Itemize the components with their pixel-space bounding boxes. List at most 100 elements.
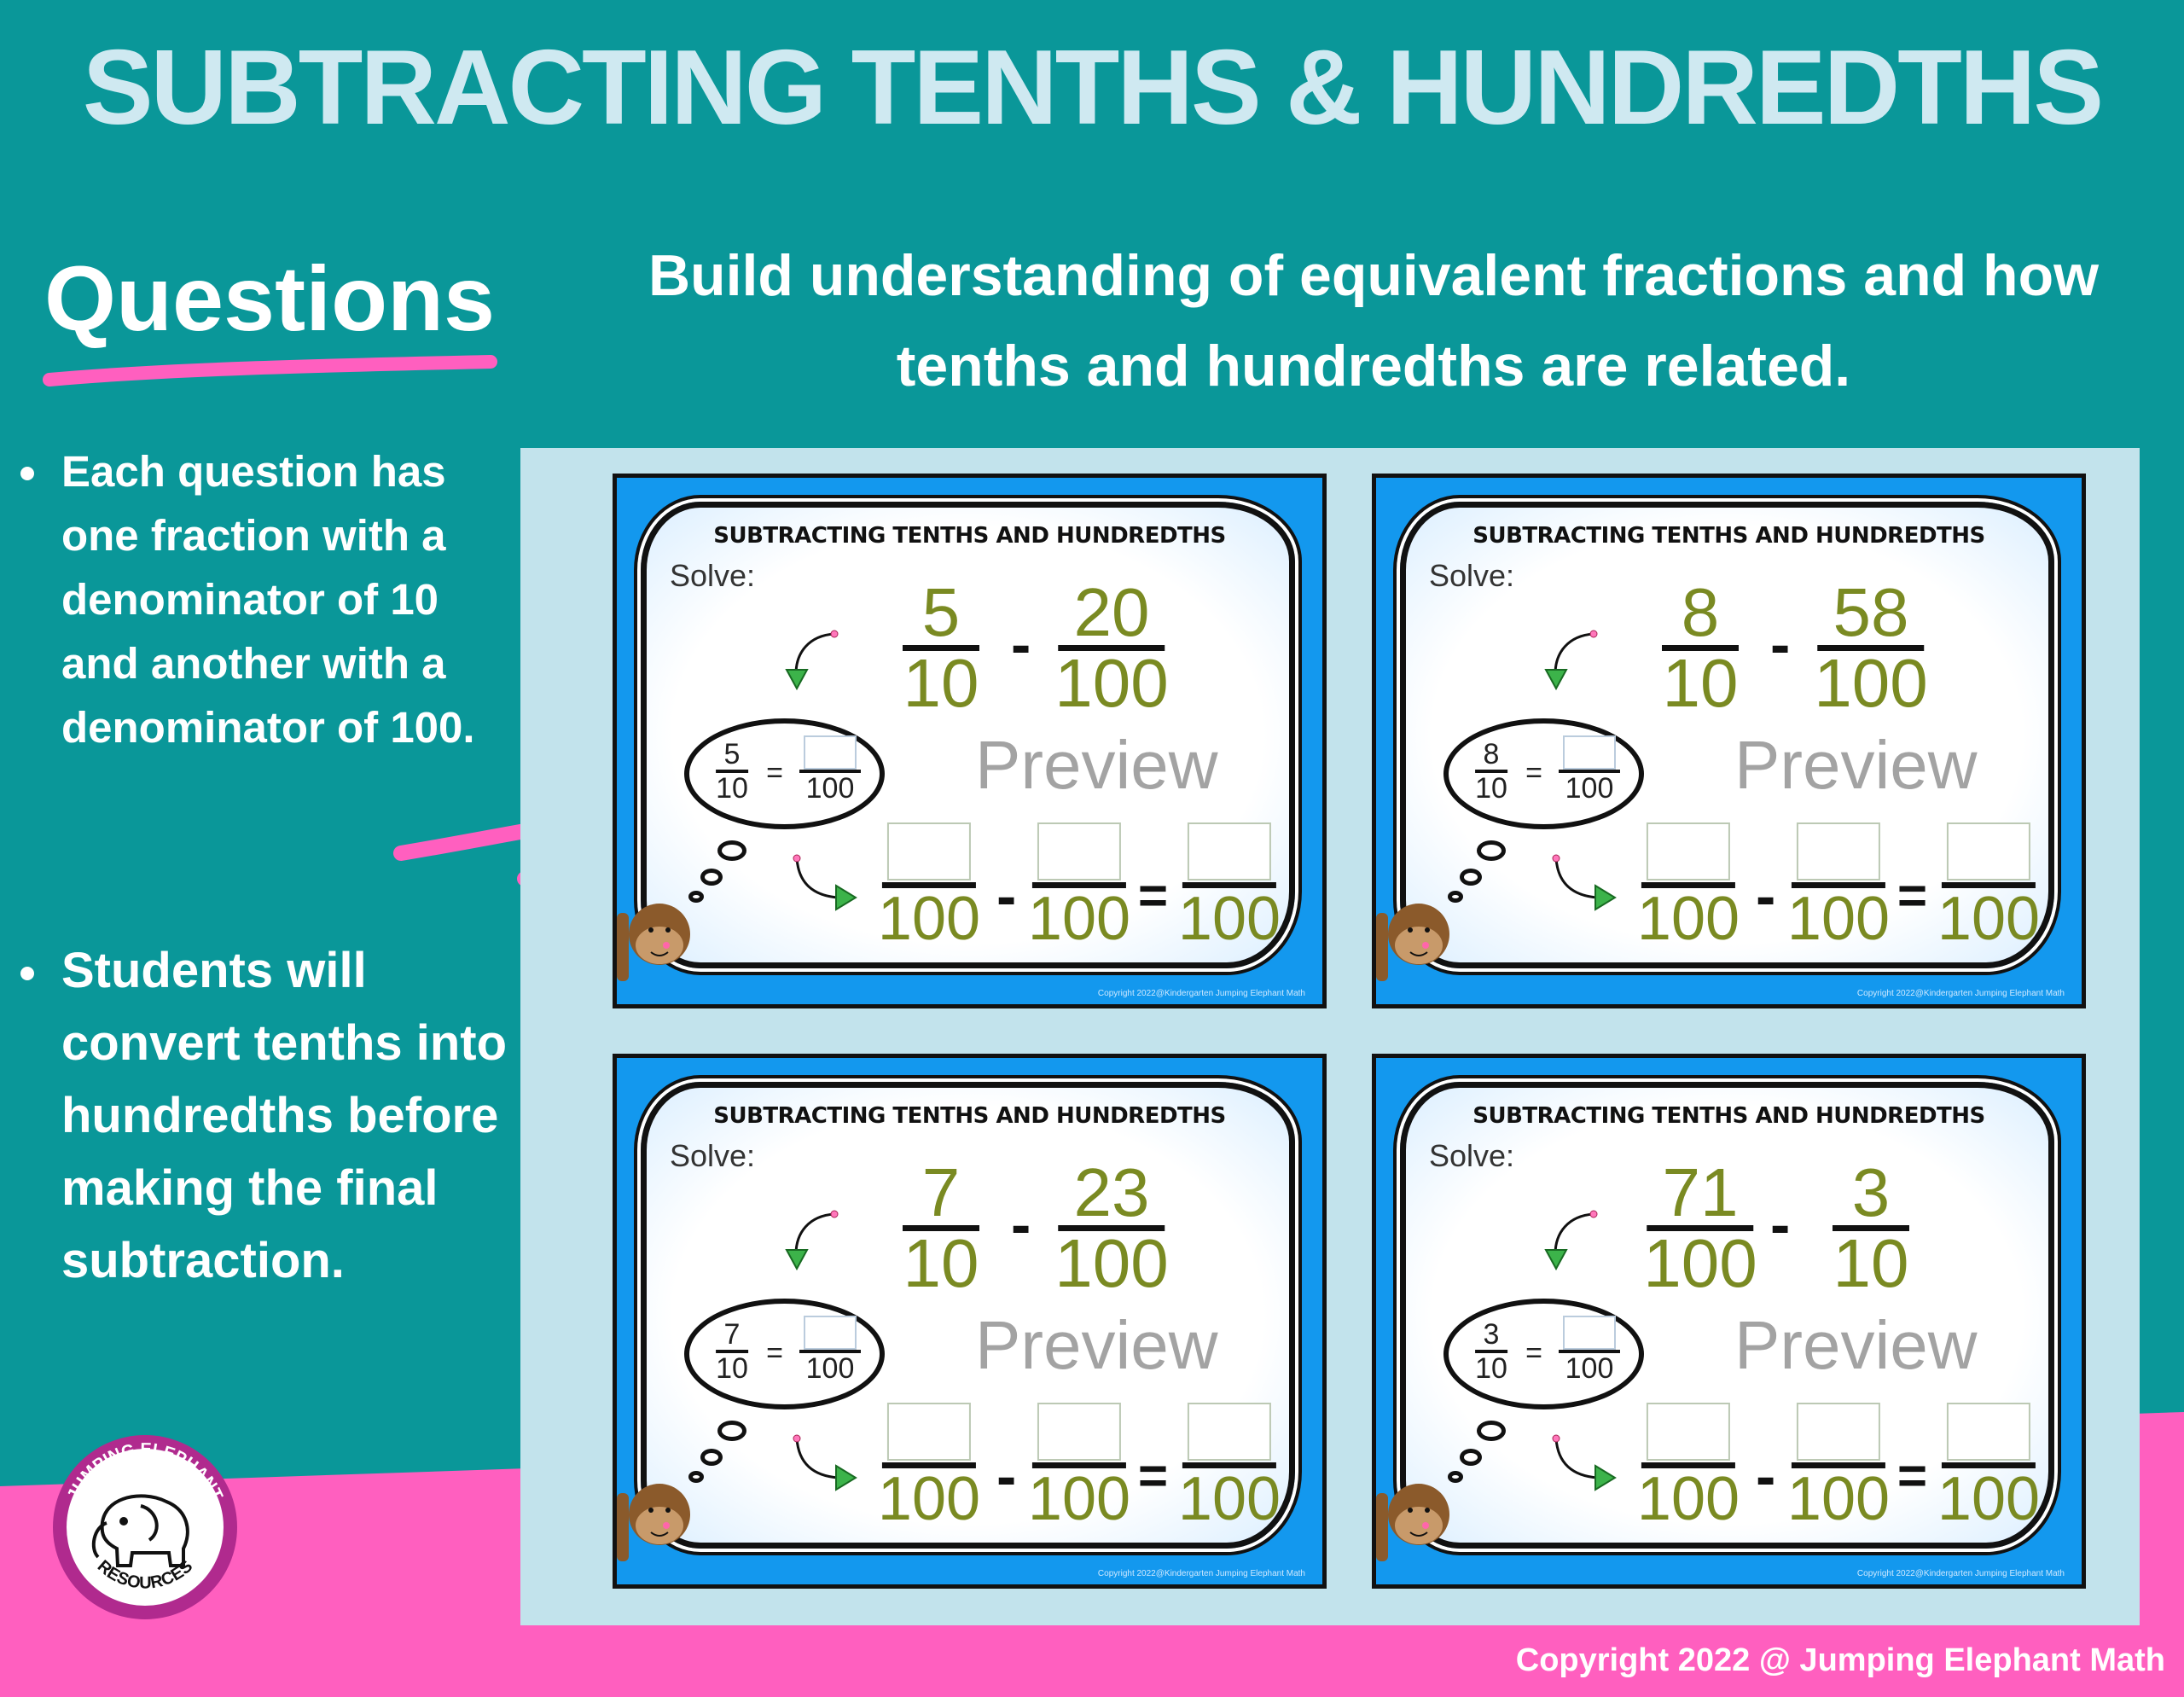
answer-box[interactable] (1646, 1403, 1730, 1461)
numerator: 7 (723, 1318, 741, 1351)
thought-dot (1477, 1421, 1506, 1441)
denominator: 100 (1054, 645, 1169, 721)
curved-arrow-icon (1552, 1434, 1617, 1491)
fraction-bar (1475, 1350, 1507, 1353)
answer-fraction: 100 (1637, 822, 1740, 950)
denominator: 100 (1177, 1465, 1281, 1533)
monkey-icon (1376, 904, 1449, 981)
fraction-bar (1662, 645, 1739, 651)
fraction-bar (799, 1350, 861, 1353)
answer-fraction: 100 (1178, 822, 1281, 950)
equals-sign: = (1897, 1447, 1928, 1504)
answer-box[interactable] (1037, 822, 1121, 880)
hint-answer-box[interactable] (804, 735, 857, 770)
equals-sign: = (1525, 1337, 1542, 1369)
curved-arrow-icon (785, 630, 839, 691)
numerator: 3 (1851, 1154, 1891, 1230)
jumping-elephant-logo: JUMPING ELEPHANT RESOURCES (53, 1435, 237, 1619)
denominator: 10 (1662, 645, 1739, 721)
numerator: 5 (921, 574, 961, 650)
minus-sign: - (996, 863, 1017, 929)
answer-box[interactable] (1037, 1403, 1121, 1461)
numerator: 58 (1833, 574, 1909, 650)
answer-box[interactable] (1946, 1403, 2030, 1461)
fraction-bar (799, 770, 861, 773)
solve-label: Solve: (1429, 558, 1515, 593)
denominator: 100 (877, 885, 981, 953)
card-copyright: Copyright 2022@Kindergarten Jumping Elep… (1097, 1569, 1305, 1578)
thought-dot (717, 1421, 746, 1441)
card-title: SUBTRACTING TENTHS AND HUNDREDTHS (713, 1103, 1226, 1129)
fraction-bar (1817, 645, 1925, 651)
fraction-bar (1559, 770, 1620, 773)
monkey-icon (1376, 1484, 1449, 1561)
answer-box[interactable] (886, 822, 971, 880)
page-title: SUBTRACTING TENTHS & HUNDREDTHS (82, 29, 2104, 147)
thought-dot (700, 1449, 723, 1466)
fraction-bar (1031, 1462, 1126, 1468)
thought-dot (1448, 1471, 1463, 1483)
answer-box[interactable] (1187, 822, 1271, 880)
thought-dot (1448, 891, 1463, 903)
monkey-icon (617, 904, 690, 981)
answer-fraction: 100 (1177, 1403, 1281, 1533)
answer-fraction: 100 (1027, 1403, 1131, 1533)
answer-fraction: 100 (878, 1403, 980, 1530)
card-title: SUBTRACTING TENTHS AND HUNDREDTHS (1472, 523, 1985, 549)
fraction-bar (1647, 1225, 1754, 1231)
fraction-bar (1941, 1462, 2036, 1468)
equals-sign: = (1138, 867, 1169, 924)
denominator: 100 (1636, 1465, 1740, 1533)
equals-sign: = (766, 757, 783, 789)
denominator: 10 (716, 772, 748, 805)
fraction-bar (716, 770, 748, 773)
bullet-list-1: Each question has one fraction with a de… (17, 439, 512, 759)
numerator: 7 (921, 1154, 961, 1230)
answer-fraction: 100 (1937, 1403, 2040, 1530)
curved-arrow-icon (1544, 630, 1598, 691)
answer-box[interactable] (1946, 822, 2030, 880)
fraction-bar (903, 1225, 979, 1231)
curved-arrow-icon (793, 854, 857, 911)
card-copyright: Copyright 2022@Kindergarten Jumping Elep… (1856, 989, 2065, 998)
numerator: 71 (1662, 1154, 1739, 1230)
answer-box[interactable] (1796, 1403, 1880, 1461)
card-title: SUBTRACTING TENTHS AND HUNDREDTHS (1472, 1103, 1985, 1129)
answer-box[interactable] (1796, 822, 1880, 880)
fraction-bar (1559, 1350, 1620, 1353)
hint-answer-box[interactable] (1563, 1316, 1616, 1350)
denominator: 100 (1786, 885, 1891, 953)
equals-sign: = (1525, 757, 1542, 789)
curved-arrow-icon (1552, 854, 1617, 911)
answer-box[interactable] (1646, 822, 1730, 880)
equals-sign: = (1138, 1447, 1169, 1504)
thought-bubble (1443, 1299, 1644, 1409)
fraction-bar (1833, 1225, 1909, 1231)
fraction-bar (881, 1462, 976, 1468)
denominator: 10 (903, 645, 979, 721)
thought-dot (700, 869, 723, 886)
answer-box[interactable] (1187, 1403, 1271, 1461)
thought-dot (1477, 840, 1506, 861)
minus-sign: - (1011, 1191, 1031, 1258)
solve-label: Solve: (670, 558, 756, 593)
numerator: 8 (1681, 574, 1720, 650)
thought-dot (1460, 1449, 1482, 1466)
denominator: 100 (1027, 885, 1131, 953)
hint-answer-box[interactable] (804, 1316, 857, 1350)
card-copyright: Copyright 2022@Kindergarten Jumping Elep… (1097, 989, 1305, 998)
fraction-bar (903, 645, 979, 651)
hint-target-fraction: 100 (1559, 1316, 1620, 1384)
hint-answer-box[interactable] (1563, 735, 1616, 770)
hint-target-fraction: 100 (799, 735, 861, 804)
numerator: 23 (1073, 1154, 1150, 1230)
answer-box[interactable] (886, 1403, 971, 1461)
denominator: 100 (1027, 1465, 1131, 1533)
